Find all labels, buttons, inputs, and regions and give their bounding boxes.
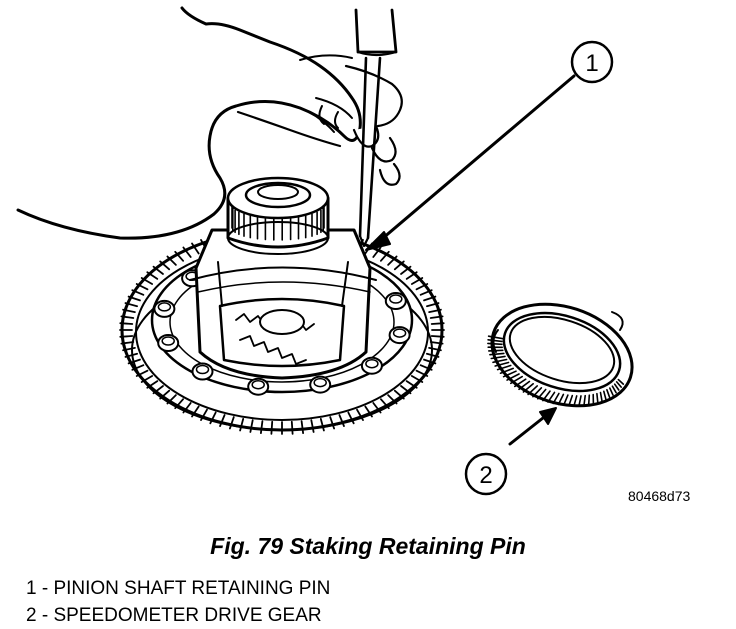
- differential-drawing: 1 2: [0, 0, 736, 520]
- callout-1: 1: [366, 42, 612, 250]
- callout-2: 2: [466, 408, 556, 494]
- image-code: 80468d73: [628, 488, 690, 504]
- differential-case: [190, 230, 376, 378]
- staking-punch-tool: [356, 10, 396, 246]
- callout-2-label: 2: [479, 462, 492, 489]
- speedometer-drive-gear: [479, 287, 646, 423]
- callout-1-label: 1: [585, 50, 598, 77]
- legend: 1 - PINION SHAFT RETAINING PIN 2 - SPEED…: [26, 575, 330, 629]
- side-bearing: [228, 178, 328, 254]
- legend-item: 2 - SPEEDOMETER DRIVE GEAR: [26, 602, 330, 629]
- figure-caption: Fig. 79 Staking Retaining Pin: [0, 533, 736, 560]
- legend-item: 1 - PINION SHAFT RETAINING PIN: [26, 575, 330, 602]
- technician-hand: [18, 8, 402, 238]
- illustration: 1 2 80468d73: [0, 0, 736, 520]
